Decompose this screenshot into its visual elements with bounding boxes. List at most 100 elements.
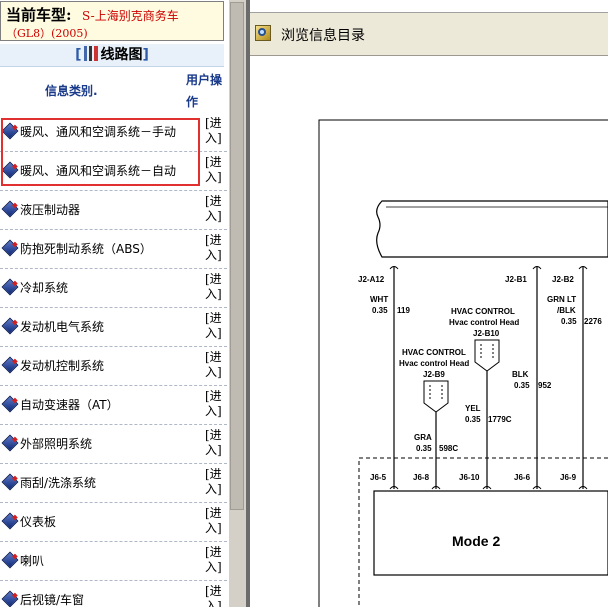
- enter-link-line2: 入]: [205, 560, 222, 574]
- category-label[interactable]: 发动机电气系统: [20, 320, 105, 334]
- wire-circuit-952: 952: [538, 381, 552, 390]
- browse-catalog-link[interactable]: 浏览信息目录: [281, 28, 365, 44]
- hvac-b9-title: HVAC CONTROL: [402, 348, 466, 357]
- column-header-user-operation-line2: 作: [186, 95, 199, 109]
- module-box: [373, 490, 608, 576]
- wiring-diagram: J2-A12 J2-B1 J2-B2 WHT 0.35 119 GRN LT /…: [250, 57, 608, 607]
- browse-catalog-icon[interactable]: [255, 25, 271, 41]
- category-label[interactable]: 后视镜/车窗: [20, 593, 85, 607]
- hvac-b10-title: HVAC CONTROL: [451, 307, 515, 316]
- category-row[interactable]: 冷却系统 [进入]: [0, 269, 227, 308]
- enter-link[interactable]: [进入]: [205, 389, 227, 419]
- enter-link[interactable]: [进入]: [205, 116, 227, 146]
- enter-link[interactable]: [进入]: [205, 194, 227, 224]
- wire-spec-wht: 0.35: [372, 306, 388, 315]
- category-label[interactable]: 仪表板: [20, 515, 57, 529]
- browse-toolbar: 浏览信息目录: [250, 13, 608, 56]
- category-book-icon: [1, 551, 19, 569]
- enter-link-line2: 入]: [205, 131, 222, 145]
- category-row[interactable]: 暖风、通风和空调系统－手动 [进入]: [0, 113, 227, 152]
- pin-label-j6-6: J6-6: [514, 473, 531, 482]
- category-row[interactable]: 后视镜/车窗 [进入]: [0, 581, 227, 607]
- wire-color-blk: BLK: [512, 370, 529, 379]
- hvac-b10-subtitle: Hvac control Head: [449, 318, 519, 327]
- category-row[interactable]: 暖风、通风和空调系统－自动 [进入]: [0, 152, 227, 191]
- category-row[interactable]: 液压制动器 [进入]: [0, 191, 227, 230]
- enter-link-line2: 入]: [205, 365, 222, 379]
- category-row[interactable]: 喇叭 [进入]: [0, 542, 227, 581]
- enter-link[interactable]: [进入]: [205, 233, 227, 263]
- category-book-icon: [1, 239, 19, 257]
- category-row[interactable]: 外部照明系统 [进入]: [0, 425, 227, 464]
- category-label[interactable]: 自动变速器（AT）: [20, 398, 119, 412]
- category-book-icon: [1, 161, 19, 179]
- category-row[interactable]: 防抱死制动系统（ABS） [进入]: [0, 230, 227, 269]
- connector-label-j2-a12: J2-A12: [358, 275, 385, 284]
- connector-label-j2-b2: J2-B2: [552, 275, 574, 284]
- category-row[interactable]: 发动机电气系统 [进入]: [0, 308, 227, 347]
- category-label[interactable]: 发动机控制系统: [20, 359, 105, 373]
- wiring-diagram-svg: J2-A12 J2-B1 J2-B2 WHT 0.35 119 GRN LT /…: [318, 119, 608, 607]
- category-book-icon: [1, 356, 19, 374]
- category-row[interactable]: 雨刮/洗涤系统 [进入]: [0, 464, 227, 503]
- wire-color-wht: WHT: [370, 295, 388, 304]
- enter-link-line2: 入]: [205, 326, 222, 340]
- pane-splitter[interactable]: [246, 0, 250, 607]
- pin-label-j6-8: J6-8: [413, 473, 430, 482]
- category-row[interactable]: 仪表板 [进入]: [0, 503, 227, 542]
- enter-link-line2: 入]: [205, 170, 222, 184]
- hvac-b9-pin: J2-B9: [423, 370, 445, 379]
- category-label[interactable]: 防抱死制动系统（ABS）: [20, 242, 152, 256]
- enter-link[interactable]: [进入]: [205, 428, 227, 458]
- category-label[interactable]: 液压制动器: [20, 203, 81, 217]
- pin-label-j6-10: J6-10: [459, 473, 480, 482]
- category-row[interactable]: 发动机控制系统 [进入]: [0, 347, 227, 386]
- enter-link-line1: [进: [205, 506, 222, 520]
- enter-link[interactable]: [进入]: [205, 467, 227, 497]
- enter-link[interactable]: [进入]: [205, 545, 227, 575]
- wire-spec-gra: 0.35: [416, 444, 432, 453]
- enter-link[interactable]: [进入]: [205, 311, 227, 341]
- left-scrollbar-thumb[interactable]: [230, 2, 244, 510]
- current-vehicle-model: （GL8）(2005): [6, 27, 88, 40]
- enter-link[interactable]: [进入]: [205, 506, 227, 536]
- current-vehicle-box: 当前车型: S-上海别克商务车 （GL8）(2005): [0, 1, 224, 41]
- enter-link[interactable]: [进入]: [205, 350, 227, 380]
- enter-link-line1: [进: [205, 389, 222, 403]
- enter-link-line2: 入]: [205, 287, 222, 301]
- pin-label-j6-5: J6-5: [370, 473, 387, 482]
- heading-bracket-close: ]: [142, 47, 149, 63]
- category-label[interactable]: 暖风、通风和空调系统－手动: [20, 125, 177, 139]
- hvac-b10-pin: J2-B10: [473, 329, 500, 338]
- enter-link-line1: [进: [205, 350, 222, 364]
- enter-link-line1: [进: [205, 311, 222, 325]
- wire-spec-grn: 0.35: [561, 317, 577, 326]
- category-book-icon: [1, 590, 19, 607]
- enter-link-line1: [进: [205, 467, 222, 481]
- category-book-icon: [1, 200, 19, 218]
- enter-link-line2: 入]: [205, 404, 222, 418]
- category-row[interactable]: 自动变速器（AT） [进入]: [0, 386, 227, 425]
- heading-bracket-open: [: [75, 47, 82, 63]
- category-book-icon: [1, 317, 19, 335]
- circuit-diagram-icon: [83, 46, 98, 61]
- left-scrollbar[interactable]: [229, 0, 246, 607]
- category-label[interactable]: 外部照明系统: [20, 437, 93, 451]
- wire-circuit-1779c: 1779C: [488, 415, 512, 424]
- category-label[interactable]: 雨刮/洗涤系统: [20, 476, 97, 490]
- category-book-icon: [1, 473, 19, 491]
- category-label[interactable]: 冷却系统: [20, 281, 69, 295]
- enter-link-line2: 入]: [205, 248, 222, 262]
- enter-link-line1: [进: [205, 545, 222, 559]
- top-strip: [250, 0, 608, 13]
- category-book-icon: [1, 122, 19, 140]
- category-label[interactable]: 喇叭: [20, 554, 45, 568]
- category-book-icon: [1, 512, 19, 530]
- enter-link-line1: [进: [205, 155, 222, 169]
- category-book-icon: [1, 434, 19, 452]
- enter-link[interactable]: [进入]: [205, 272, 227, 302]
- enter-link[interactable]: [进入]: [205, 584, 227, 607]
- category-label[interactable]: 暖风、通风和空调系统－自动: [20, 164, 177, 178]
- enter-link[interactable]: [进入]: [205, 155, 227, 185]
- enter-link-line2: 入]: [205, 443, 222, 457]
